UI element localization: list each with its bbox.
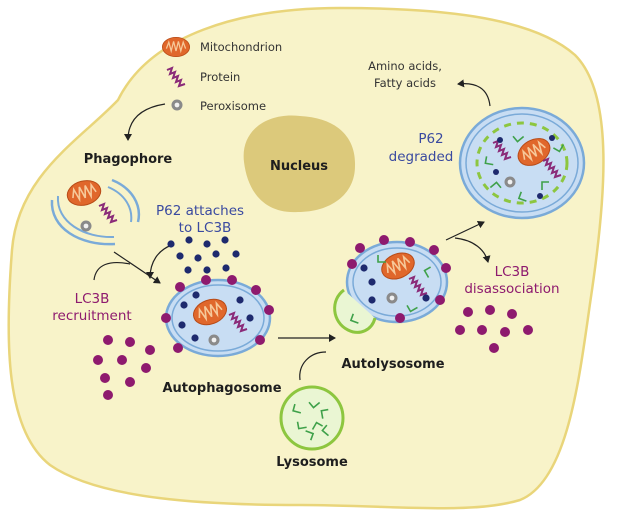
products-label-line1: Amino acids, bbox=[368, 59, 442, 73]
lc3b-cluster-right bbox=[455, 305, 533, 353]
legend-item-mitochondrion: Mitochondrion bbox=[161, 36, 282, 58]
arrow-to-phagophore bbox=[124, 103, 166, 141]
arrow-lysosome-merge bbox=[299, 351, 327, 381]
legend-label-mitochondrion: Mitochondrion bbox=[200, 40, 282, 54]
phagophore bbox=[50, 176, 141, 246]
p62-cluster-free bbox=[167, 236, 240, 274]
p62-attaches-label-line2: to LC3B bbox=[179, 220, 232, 236]
peroxisome-icon bbox=[171, 99, 183, 111]
arrow-lc3b-recruitment bbox=[93, 261, 131, 281]
legend-label-peroxisome: Peroxisome bbox=[200, 99, 266, 113]
lc3b-recruitment-label-line1: LC3B bbox=[75, 291, 110, 307]
phagophore-label: Phagophore bbox=[84, 152, 173, 167]
lc3b-recruitment-label-line2: recruitment bbox=[52, 308, 131, 324]
legend-item-protein: Protein bbox=[166, 67, 240, 87]
p62-attaches-label-line1: P62 attaches bbox=[156, 203, 244, 219]
autophagosome bbox=[161, 275, 274, 358]
arrow-to-degraded-vesicle bbox=[445, 220, 485, 241]
cell-membrane bbox=[7, 6, 605, 510]
degraded-vesicle bbox=[458, 106, 586, 220]
mitochondrion-icon bbox=[161, 36, 191, 58]
p62-degraded-label-line2: degraded bbox=[389, 149, 454, 165]
lc3b-cluster-left bbox=[93, 335, 155, 400]
lc3b-disassociation-label-line1: LC3B bbox=[495, 264, 530, 280]
lysosome-label: Lysosome bbox=[276, 455, 348, 470]
nucleus bbox=[243, 115, 356, 213]
arrow-to-products bbox=[457, 79, 491, 107]
products-label-line2: Fatty acids bbox=[374, 76, 436, 90]
legend-item-peroxisome: Peroxisome bbox=[171, 99, 266, 113]
autophagosome-label: Autophagosome bbox=[162, 381, 281, 396]
lysosome bbox=[279, 385, 345, 451]
p62-degraded-label-line1: P62 bbox=[418, 131, 443, 147]
arrow-to-lc3b-disassociation bbox=[454, 237, 491, 263]
autolysosome-label: Autolysosome bbox=[341, 357, 444, 372]
nucleus-label: Nucleus bbox=[270, 159, 328, 174]
autolysosome bbox=[333, 235, 451, 334]
legend: Mitochondrion Protein Peroxisome bbox=[161, 36, 282, 113]
legend-label-protein: Protein bbox=[200, 70, 240, 84]
lc3b-disassociation-label-line2: disassociation bbox=[464, 281, 559, 297]
